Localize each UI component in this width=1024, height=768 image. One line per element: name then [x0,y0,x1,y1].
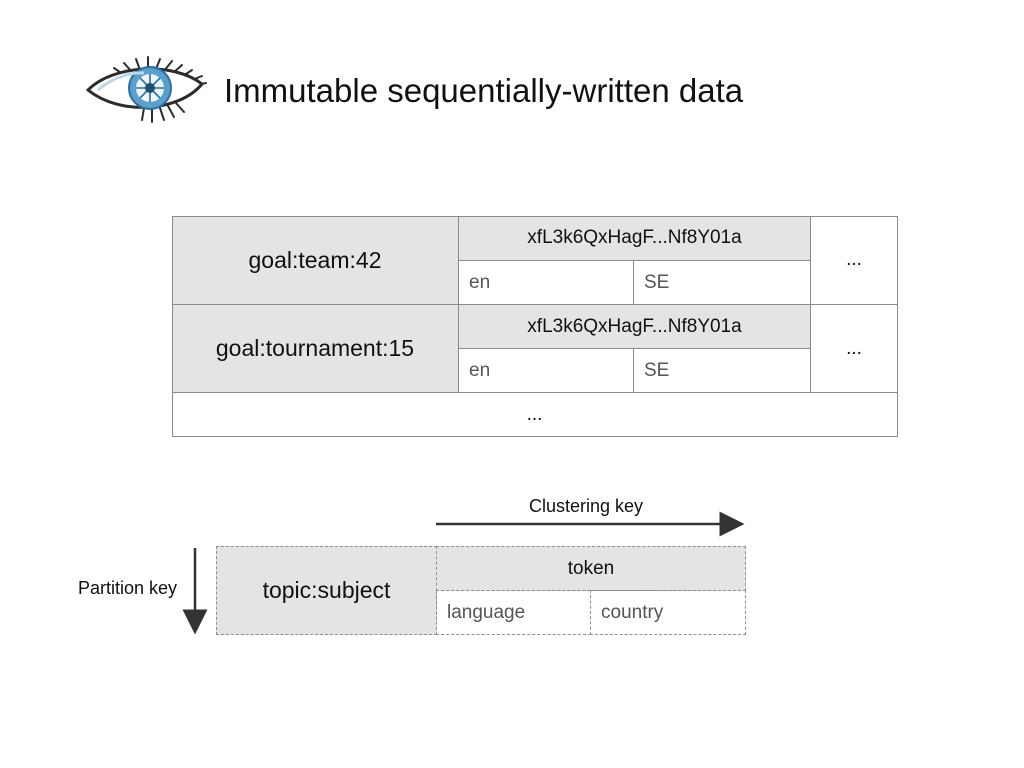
language-cell: en [459,261,634,305]
partition-key-cell: goal:tournament:15 [172,305,459,393]
ellipsis-text: ... [846,337,862,359]
schema-country-cell: country [590,590,746,635]
example-table: goal:team:42 xfL3k6QxHagF...Nf8Y01a en S… [172,216,898,437]
country-text: SE [644,359,670,381]
partition-key-text: goal:team:42 [248,246,382,273]
schema-partition-key-text: topic:subject [262,577,391,603]
schema-partition-key-cell: topic:subject [216,546,437,635]
schema-token-text: token [567,557,615,579]
language-cell: en [459,349,634,393]
token-text: xfL3k6QxHagF...Nf8Y01a [527,315,742,337]
language-text: en [469,271,491,293]
token-cell: xfL3k6QxHagF...Nf8Y01a [459,216,811,261]
clustering-key-label: Clustering key [529,496,644,516]
language-text: en [469,359,491,381]
country-text: SE [644,271,670,293]
cassandra-eye-logo [85,56,207,123]
token-cell: xfL3k6QxHagF...Nf8Y01a [459,305,811,349]
page-title: Immutable sequentially-written data [224,72,744,109]
token-text: xfL3k6QxHagF...Nf8Y01a [527,227,742,248]
schema-language-text: language [447,601,526,623]
more-columns-cell: ... [811,305,898,393]
ellipsis-text: ... [846,249,862,270]
more-rows-cell: ... [172,393,898,437]
schema-token-cell: token [436,546,746,591]
partition-key-cell: goal:team:42 [172,216,459,305]
ellipsis-text: ... [526,403,543,425]
partition-key-text: goal:tournament:15 [215,335,415,361]
schema-country-text: country [601,601,664,623]
country-cell: SE [634,349,811,393]
schema-language-cell: language [436,590,591,635]
partition-key-label: Partition key [78,578,178,598]
more-columns-cell: ... [811,216,898,305]
country-cell: SE [634,261,811,305]
